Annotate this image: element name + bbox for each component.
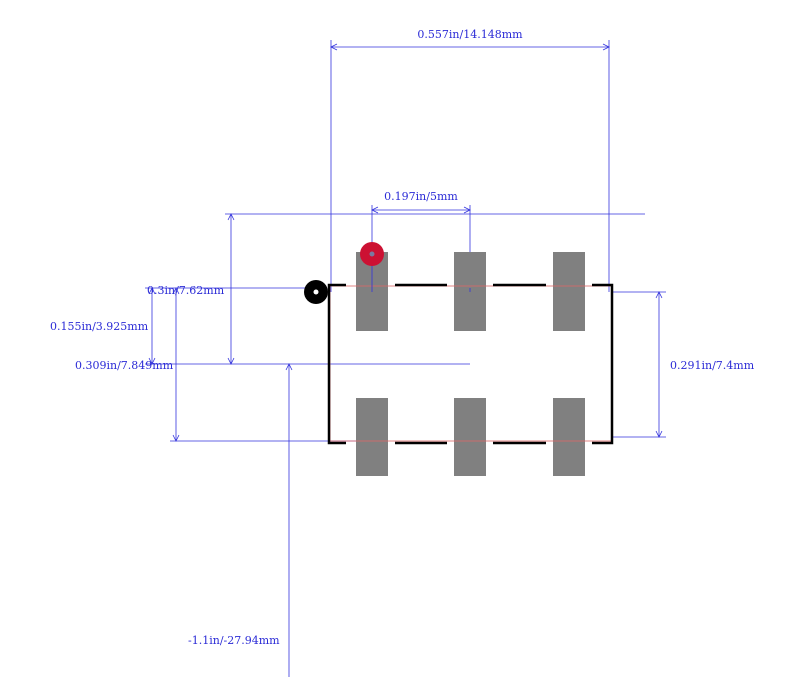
pad-bottom-3 [553,398,585,476]
pad-center-lines [371,262,471,292]
origin-marker [304,280,328,304]
overall-height-label: 0.309in/7.849mm [75,359,174,372]
pin1-marker [360,242,384,266]
dimension-arrows [148,43,663,442]
origin-offset-label: -1.1in/-27.94mm [188,634,280,647]
pad-bottom-2 [454,398,486,476]
pads [356,252,585,476]
overall-width-label: 0.557in/14.148mm [417,28,523,41]
pad-top-3 [553,252,585,331]
pitch-label: 0.197in/5mm [384,190,458,203]
silkscreen-outline [327,283,614,445]
body-height-label: 0.291in/7.4mm [670,359,755,372]
dimension-lines [145,40,666,677]
pad-offset-label: 0.155in/3.925mm [50,320,149,333]
pad-bottom-1 [356,398,388,476]
pad-span-label: 0.3in/7.62mm [147,284,225,297]
